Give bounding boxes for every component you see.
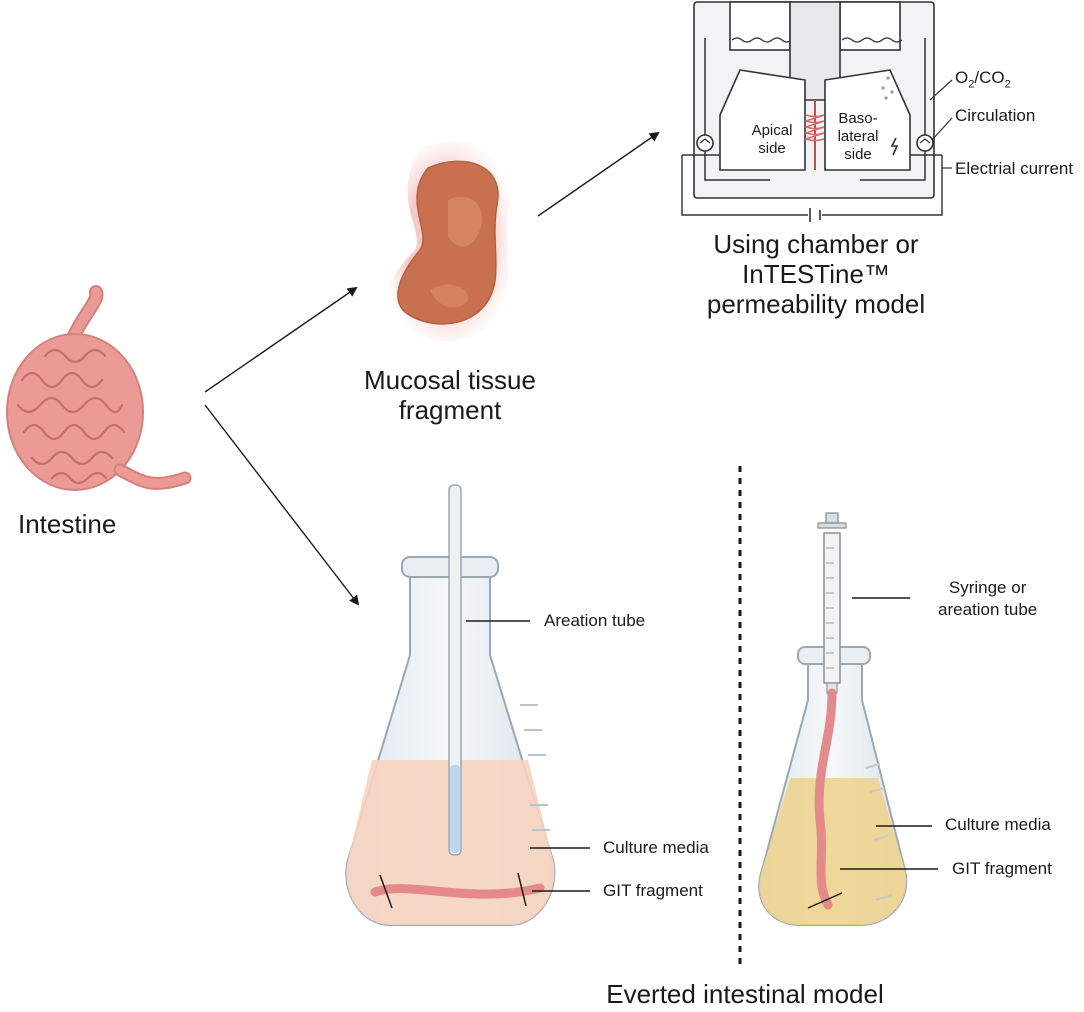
baso-line2: lateral	[837, 128, 879, 145]
arrow-to-chamber	[537, 131, 660, 217]
git-fragment-left-label: GIT fragment	[603, 881, 703, 900]
mucosal-label-line2: fragment	[398, 394, 502, 425]
arrow-to-flask	[204, 404, 360, 606]
intestine-label: Intestine	[18, 509, 117, 539]
gas-label-sub1: 2	[968, 78, 975, 91]
gas-label-sub2: 2	[1004, 78, 1011, 91]
mucosal-label-line1: Mucosal tissue	[364, 365, 536, 395]
gas-label: O2/CO2	[955, 68, 1011, 91]
syringe-line2: areation tube	[938, 600, 1038, 620]
chamber-label-line2: InTESTine™	[742, 258, 890, 289]
arrow-to-tissue	[204, 286, 358, 393]
culture-media-left-label: Culture media	[603, 838, 709, 857]
chamber-label-line3: permeability model	[706, 288, 926, 319]
mucosal-tissue-illustration	[384, 141, 512, 342]
intestine-illustration	[6, 285, 192, 491]
baso-line1: Baso-	[838, 110, 878, 127]
syringe-line1: Syringe or	[948, 578, 1027, 597]
chamber-label-line1: Using chamber or	[713, 229, 919, 259]
everted-model-label: Everted intestinal model	[606, 979, 884, 1009]
left-flask-illustration	[345, 484, 590, 926]
chamber-model-label: Using chamber or InTESTine™ permeability…	[676, 229, 956, 320]
baso-line3: side	[844, 146, 872, 163]
circulation-label: Circulation	[955, 106, 1036, 125]
gas-label-mid: /CO	[974, 68, 1005, 87]
culture-media-right-label: Culture media	[945, 815, 1051, 834]
right-flask-illustration	[758, 512, 938, 926]
syringe-label: Syringe or areation tube	[938, 577, 1037, 621]
apical-side-label: Apical side	[744, 122, 800, 158]
git-fragment-right-label: GIT fragment	[952, 859, 1052, 878]
apical-line2: side	[758, 140, 786, 157]
ussing-chamber-illustration	[681, 1, 953, 222]
electrical-current-label: Electrial current	[955, 159, 1074, 178]
mucosal-tissue-label: Mucosal tissue fragment	[355, 365, 545, 426]
gas-label-base: O	[955, 68, 969, 87]
apical-line1: Apical	[751, 122, 793, 139]
basolateral-side-label: Baso- lateral side	[828, 110, 888, 164]
aeration-tube-label: Areation tube	[544, 611, 646, 630]
